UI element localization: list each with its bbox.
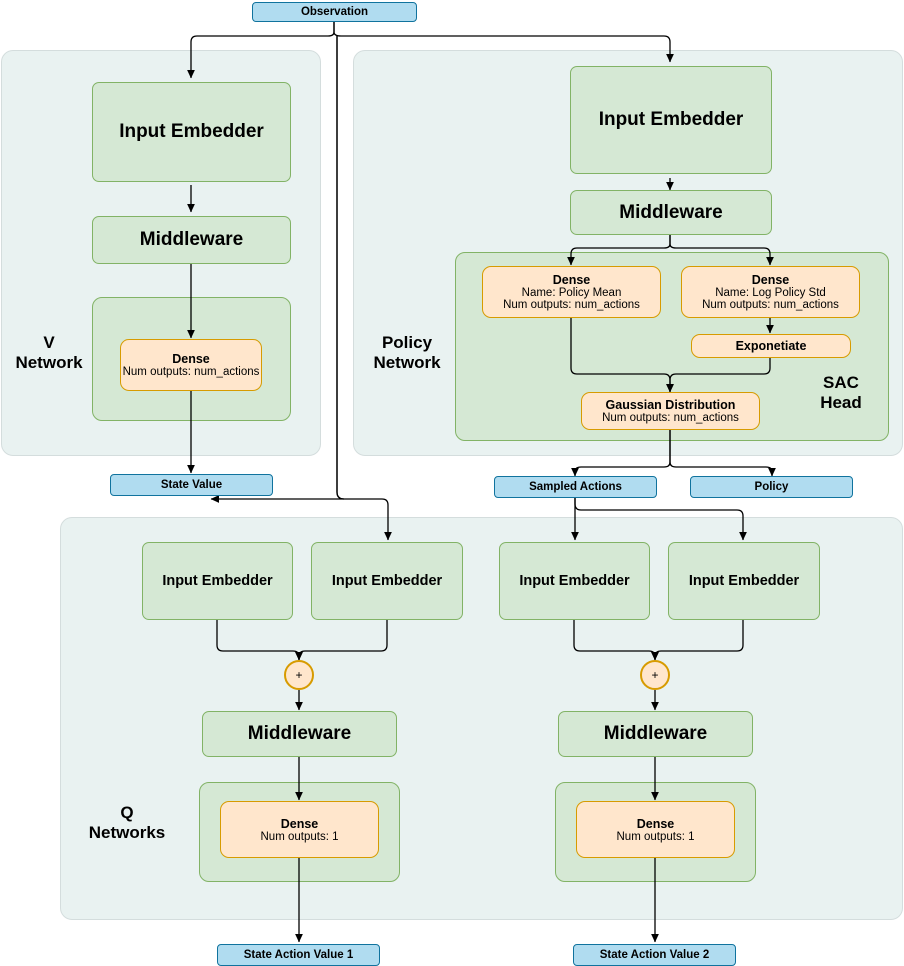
policy-input-embedder[interactable]: Input Embedder — [570, 66, 772, 174]
policy-input-embedder-label: Input Embedder — [598, 109, 744, 130]
q1-middleware[interactable]: Middleware — [202, 711, 397, 757]
policy-output-label: Policy — [754, 481, 789, 493]
q1-middleware-label: Middleware — [247, 723, 352, 744]
policy-network-group-label: Policy Network — [373, 333, 441, 373]
policy-dense-mean-outputs: Num outputs: num_actions — [503, 299, 640, 311]
q2-middleware-label: Middleware — [603, 723, 708, 744]
v-middleware[interactable]: Middleware — [92, 216, 291, 264]
v-dense-outputs: Num outputs: num_actions — [122, 366, 260, 378]
policy-dense-log-std[interactable]: Dense Name: Log Policy Std Num outputs: … — [681, 266, 860, 318]
q1-dense-title: Dense — [280, 816, 319, 831]
gaussian-outputs: Num outputs: num_actions — [602, 412, 739, 424]
v-middleware-label: Middleware — [139, 229, 244, 250]
q2-input-embedder-b[interactable]: Input Embedder — [668, 542, 820, 620]
state-value-output[interactable]: State Value — [110, 474, 273, 496]
exponentiate-label: Exponetiate — [735, 339, 807, 353]
state-action-value-2-label: State Action Value 2 — [599, 949, 710, 961]
q1-input-embedder-a[interactable]: Input Embedder — [142, 542, 293, 620]
sampled-actions-output[interactable]: Sampled Actions — [494, 476, 657, 498]
q2-sum-label: + — [651, 668, 659, 682]
v-input-embedder-label: Input Embedder — [119, 121, 264, 142]
observation-label: Observation — [300, 6, 369, 18]
q1-input-embedder-a-label: Input Embedder — [162, 573, 273, 589]
policy-output[interactable]: Policy — [690, 476, 853, 498]
q-networks-group-label: Q Networks — [88, 803, 166, 843]
q2-dense[interactable]: Dense Num outputs: 1 — [576, 801, 735, 858]
v-dense-title: Dense — [172, 352, 210, 366]
v-network-group-label: V Network — [15, 333, 83, 373]
q1-dense[interactable]: Dense Num outputs: 1 — [220, 801, 379, 858]
state-action-value-1-label: State Action Value 1 — [243, 949, 354, 961]
policy-middleware[interactable]: Middleware — [570, 190, 772, 235]
state-action-value-1-output[interactable]: State Action Value 1 — [217, 944, 380, 966]
state-action-value-2-output[interactable]: State Action Value 2 — [573, 944, 736, 966]
v-input-embedder[interactable]: Input Embedder — [92, 82, 291, 182]
q2-dense-title: Dense — [636, 816, 675, 831]
policy-dense-log-std-outputs: Num outputs: num_actions — [702, 299, 839, 311]
q1-input-embedder-b-label: Input Embedder — [331, 573, 443, 589]
sac-head-group-label: SAC Head — [820, 373, 862, 413]
policy-dense-log-std-name: Name: Log Policy Std — [715, 287, 826, 299]
q1-sum-node[interactable]: + — [284, 660, 314, 690]
q1-dense-outputs: Num outputs: 1 — [260, 830, 339, 843]
q1-input-embedder-b[interactable]: Input Embedder — [311, 542, 463, 620]
gaussian-distribution-node[interactable]: Gaussian Distribution Num outputs: num_a… — [581, 392, 760, 430]
q2-dense-outputs: Num outputs: 1 — [616, 830, 695, 843]
q2-input-embedder-a[interactable]: Input Embedder — [499, 542, 650, 620]
q1-sum-label: + — [295, 668, 303, 682]
policy-dense-log-std-title: Dense — [751, 273, 790, 287]
q2-sum-node[interactable]: + — [640, 660, 670, 690]
q2-input-embedder-b-label: Input Embedder — [688, 573, 800, 589]
policy-dense-mean-title: Dense — [552, 273, 591, 287]
sampled-actions-label: Sampled Actions — [529, 481, 622, 493]
exponentiate-node[interactable]: Exponetiate — [691, 334, 851, 358]
q2-middleware[interactable]: Middleware — [558, 711, 753, 757]
gaussian-title: Gaussian Distribution — [605, 398, 736, 412]
policy-middleware-label: Middleware — [619, 201, 723, 223]
q2-input-embedder-a-label: Input Embedder — [519, 573, 630, 589]
v-dense[interactable]: Dense Num outputs: num_actions — [120, 339, 262, 391]
policy-dense-mean-name: Name: Policy Mean — [521, 287, 622, 299]
state-value-label: State Value — [160, 479, 223, 491]
policy-dense-mean[interactable]: Dense Name: Policy Mean Num outputs: num… — [482, 266, 661, 318]
observation-node[interactable]: Observation — [252, 2, 417, 22]
